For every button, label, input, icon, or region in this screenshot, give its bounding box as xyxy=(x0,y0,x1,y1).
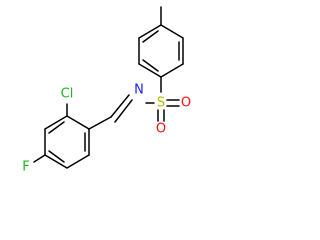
oxygen-atom-bottom: O xyxy=(156,122,166,137)
oxygen-atom-right: O xyxy=(181,96,191,111)
chlorofluorophenyl-ring xyxy=(44,115,90,169)
fluorine-atom: F xyxy=(22,160,29,175)
nitrogen-atom: N xyxy=(134,83,144,98)
tolyl-ring xyxy=(138,24,184,78)
sulfonyl-oxygen-bonds xyxy=(157,99,180,122)
sulfur-atom: S xyxy=(157,96,165,111)
imine-aryl-bond xyxy=(88,116,112,130)
molecule-structure: Cl F N S O O xyxy=(22,6,191,175)
fluorine-bond xyxy=(33,154,46,163)
chlorine-atom: Cl xyxy=(61,87,74,102)
imine-double-bond xyxy=(110,94,133,123)
